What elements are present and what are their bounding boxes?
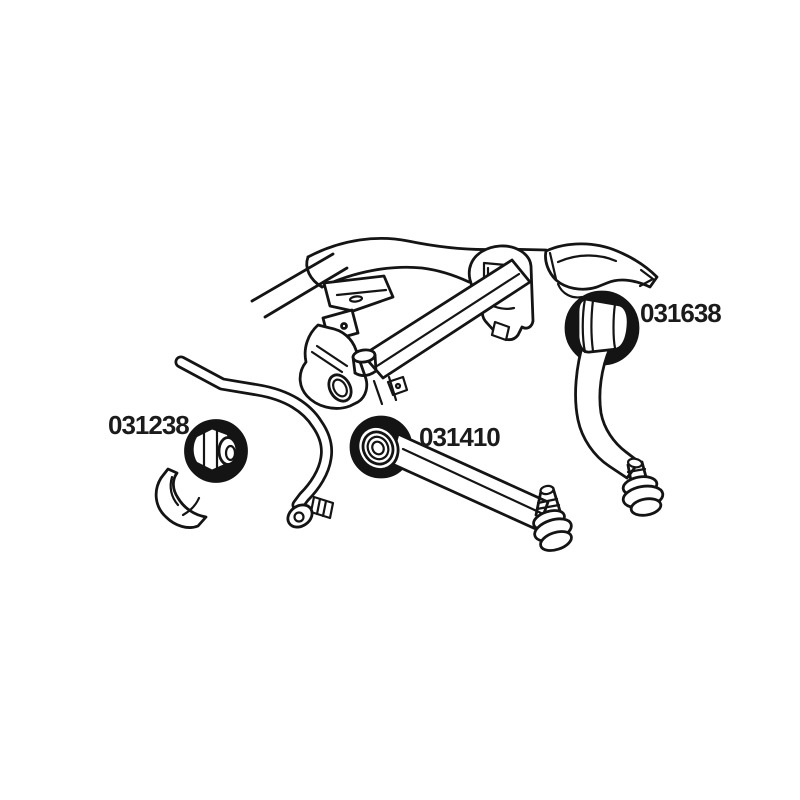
- upper-arm-art: [544, 242, 659, 299]
- control-arm-ball-joint-art: [532, 484, 573, 552]
- link-arm-art: [574, 297, 641, 480]
- crossmember-art: [305, 237, 548, 313]
- knuckle-art: [298, 308, 398, 410]
- part-label-031410: 031410: [419, 422, 501, 452]
- stabilizer-bushing-art: [190, 426, 239, 473]
- stabilizer-clamp-art: [154, 467, 208, 529]
- sway-bar-art: [174, 355, 335, 529]
- link-ball-joint-art: [621, 457, 665, 517]
- part-label-031638: 031638: [640, 298, 722, 328]
- part-label-031238: 031238: [108, 410, 190, 440]
- subframe-rail-art: [250, 252, 349, 319]
